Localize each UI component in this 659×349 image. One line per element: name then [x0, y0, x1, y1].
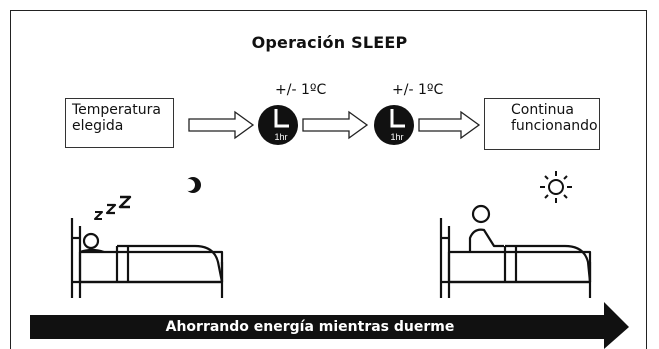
end-continue-box: Continua funcionando	[484, 98, 600, 150]
clock-1-label: 1hr	[274, 132, 287, 142]
step-1-delta: +/- 1ºC	[275, 82, 327, 98]
arrow-icon	[302, 110, 369, 140]
start-box-line2: elegida	[72, 118, 124, 134]
sun-icon	[540, 171, 572, 203]
end-box-line2: funcionando	[511, 118, 598, 134]
start-temperature-box: Temperatura elegida	[65, 98, 174, 148]
clock-icon: 1hr	[374, 105, 414, 145]
arrow-icon	[418, 110, 481, 140]
clock-2-label: 1hr	[390, 132, 403, 142]
moon-icon	[183, 177, 201, 193]
clock-icon: 1hr	[258, 105, 298, 145]
banner-label: Ahorrando energía mientras duerme	[165, 319, 455, 335]
sleeping-person-icon	[70, 195, 224, 298]
end-box-line1: Continua	[511, 102, 574, 118]
diagram-frame	[10, 10, 647, 349]
start-box-line1: Temperatura	[72, 102, 161, 118]
banner-arrow	[30, 302, 629, 349]
step-2-delta: +/- 1ºC	[392, 82, 444, 98]
arrow-icon	[188, 110, 255, 140]
diagram-title: Operación SLEEP	[251, 33, 408, 52]
waking-person-icon	[439, 204, 592, 298]
